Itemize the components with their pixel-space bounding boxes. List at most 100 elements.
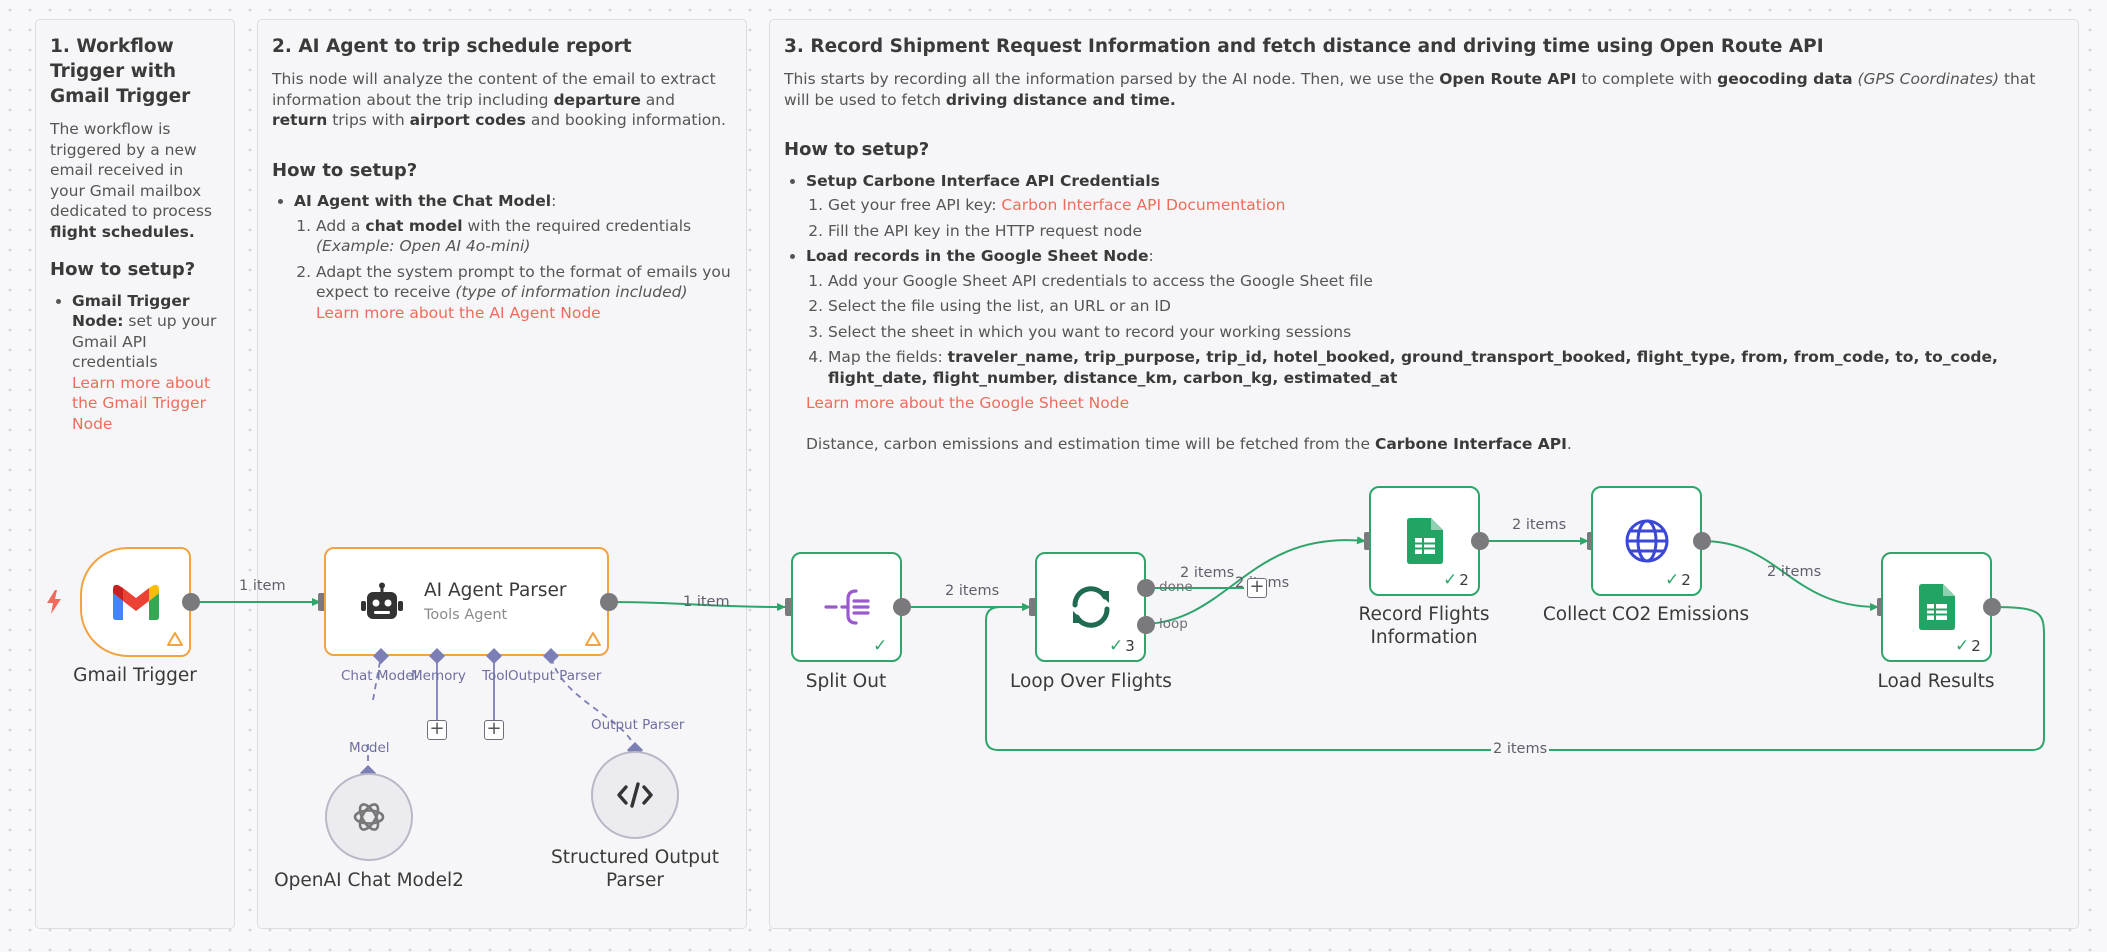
load-results-label: Load Results	[1877, 671, 1995, 692]
list-item: Gmail Trigger Node: set up your Gmail AP…	[72, 291, 220, 435]
sticky-3-setup-heading: How to setup?	[784, 139, 930, 160]
warning-icon[interactable]	[584, 631, 602, 647]
agent-text: AI Agent Parser Tools Agent	[424, 580, 567, 623]
record-flights-node[interactable]: ✓2	[1369, 486, 1480, 596]
robot-icon	[361, 582, 403, 619]
sticky-note-ai-agent[interactable]: 2. AI Agent to trip schedule report This…	[257, 19, 747, 929]
list-item: Adapt the system prompt to the format of…	[316, 262, 732, 324]
chat-model-port-icon[interactable]	[372, 647, 390, 665]
collect-co2-label: Collect CO2 Emissions	[1542, 604, 1750, 625]
tool-port-label: Tool	[482, 668, 509, 684]
code-icon	[617, 782, 653, 808]
sticky-2-setup-list: AI Agent with the Chat Model: Add a chat…	[272, 191, 732, 323]
edge-label-gmail-agent: 1 item	[239, 578, 286, 594]
loop-port-label: loop	[1159, 616, 1188, 632]
agent-subtitle: Tools Agent	[424, 607, 508, 623]
list-item: AI Agent with the Chat Model: Add a chat…	[294, 191, 732, 323]
ai-agent-docs-link[interactable]: Learn more about the AI Agent Node	[316, 303, 601, 322]
list-item: Select the file using the list, an URL o…	[828, 296, 2064, 317]
sticky-3-footer: Distance, carbon emissions and estimatio…	[806, 434, 1572, 453]
list-item: Add your Google Sheet API credentials to…	[828, 271, 2064, 292]
output-parser-sub-port-label: Output Parser	[591, 717, 685, 733]
sticky-note-record-shipment[interactable]: 3. Record Shipment Request Information a…	[769, 19, 2079, 929]
google-sheets-icon	[1918, 584, 1955, 630]
sticky-note-workflow-trigger[interactable]: 1. Workflow Trigger with Gmail Trigger T…	[35, 19, 235, 929]
edge-label-split-loop: 2 items	[945, 583, 1000, 599]
sticky-1-setup-list: Gmail Trigger Node: set up your Gmail AP…	[50, 291, 220, 435]
load-output-port[interactable]	[1983, 598, 2001, 616]
edge-label-record-co2: 2 items	[1512, 517, 1567, 533]
split-input-port[interactable]	[785, 598, 793, 616]
add-tool-button[interactable]: +	[484, 720, 504, 740]
co2-output-port[interactable]	[1693, 532, 1711, 550]
list-item: Select the sheet in which you want to re…	[828, 322, 2064, 343]
success-check-icon: ✓3	[1109, 636, 1135, 656]
google-sheets-icon	[1406, 518, 1443, 564]
split-out-node[interactable]: ✓	[791, 552, 902, 662]
success-check-icon: ✓	[873, 636, 888, 656]
carbon-interface-docs-link[interactable]: Carbon Interface API Documentation	[1001, 196, 1286, 214]
loop-input-port[interactable]	[1029, 598, 1037, 616]
sticky-1-setup-heading: How to setup?	[50, 259, 196, 280]
tool-port-icon[interactable]	[485, 647, 503, 665]
gmail-icon	[112, 584, 159, 620]
chat-model-port-label: Chat Model	[341, 668, 418, 684]
agent-output-port[interactable]	[600, 593, 618, 611]
add-node-done-button[interactable]: +	[1247, 578, 1267, 598]
loop-loop-port[interactable]	[1137, 616, 1155, 634]
split-output-port[interactable]	[893, 598, 911, 616]
sticky-2-title: 2. AI Agent to trip schedule report	[272, 36, 632, 57]
record-input-port[interactable]	[1364, 532, 1372, 550]
load-results-node[interactable]: ✓2	[1881, 552, 1992, 662]
loop-done-port[interactable]	[1137, 579, 1155, 597]
sticky-1-title: 1. Workflow Trigger with Gmail Trigger	[50, 36, 191, 107]
success-check-icon: ✓2	[1443, 570, 1469, 590]
gmail-trigger-docs-link[interactable]: Learn more about the Gmail Trigger Node	[72, 373, 211, 433]
list-item: Get your free API key: Carbon Interface …	[828, 195, 2064, 216]
output-parser-port-icon[interactable]	[542, 647, 560, 665]
output-parser-port-label: Output Parser	[508, 668, 602, 684]
agent-input-port[interactable]	[318, 593, 326, 611]
sticky-1-intro: The workflow is triggered by a new email…	[50, 120, 212, 241]
edge-label-load-loop: 2 items	[1491, 741, 1550, 757]
edge-label-agent-split: 1 item	[683, 594, 730, 610]
openai-chat-model-node[interactable]	[325, 773, 413, 861]
success-check-icon: ✓2	[1955, 636, 1981, 656]
sticky-3-description: This starts by recording all the informa…	[784, 70, 2036, 109]
gmail-output-port[interactable]	[182, 593, 200, 611]
list-item: Add a chat model with the required crede…	[316, 216, 732, 257]
done-port-label: done	[1159, 579, 1193, 595]
sticky-2-description: This node will analyze the content of th…	[272, 70, 726, 129]
sticky-3-setup-list: Setup Carbone Interface API Credentials …	[784, 171, 2064, 414]
structured-output-parser-node[interactable]	[591, 751, 679, 839]
google-sheet-docs-link[interactable]: Learn more about the Google Sheet Node	[806, 394, 1130, 412]
gmail-trigger-label: Gmail Trigger	[73, 665, 197, 686]
edge-label-loop-done: 2 items	[1180, 565, 1235, 581]
gmail-trigger-node[interactable]	[80, 547, 191, 657]
record-output-port[interactable]	[1471, 532, 1489, 550]
list-item: Setup Carbone Interface API Credentials …	[806, 171, 2064, 242]
structured-output-parser-label: Structured Output Parser	[551, 847, 719, 891]
list-item: Fill the API key in the HTTP request nod…	[828, 221, 2064, 242]
sticky-3-title: 3. Record Shipment Request Information a…	[784, 36, 1824, 57]
sticky-2-setup-heading: How to setup?	[272, 159, 418, 181]
model-port-label: Model	[349, 740, 390, 756]
memory-port-label: Memory	[411, 668, 466, 684]
openai-icon	[353, 803, 385, 831]
list-item: Map the fields: traveler_name, trip_purp…	[828, 347, 2064, 388]
loop-over-flights-node[interactable]: ✓3	[1035, 552, 1146, 662]
memory-port-icon[interactable]	[428, 647, 446, 665]
record-flights-label: Record Flights Information	[1358, 604, 1490, 648]
openai-chat-model-label: OpenAI Chat Model2	[274, 870, 464, 891]
warning-icon[interactable]	[166, 631, 184, 647]
split-icon	[823, 589, 870, 625]
add-memory-button[interactable]: +	[427, 720, 447, 740]
agent-title: AI Agent Parser	[424, 580, 567, 601]
loop-refresh-icon	[1071, 586, 1110, 628]
collect-co2-node[interactable]: ✓2	[1591, 486, 1702, 596]
globe-icon	[1625, 519, 1668, 563]
trigger-bolt-icon	[47, 590, 61, 614]
split-out-label: Split Out	[805, 671, 887, 692]
ai-agent-parser-node[interactable]: AI Agent Parser Tools Agent	[324, 547, 609, 656]
loop-over-flights-label: Loop Over Flights	[1010, 671, 1172, 692]
